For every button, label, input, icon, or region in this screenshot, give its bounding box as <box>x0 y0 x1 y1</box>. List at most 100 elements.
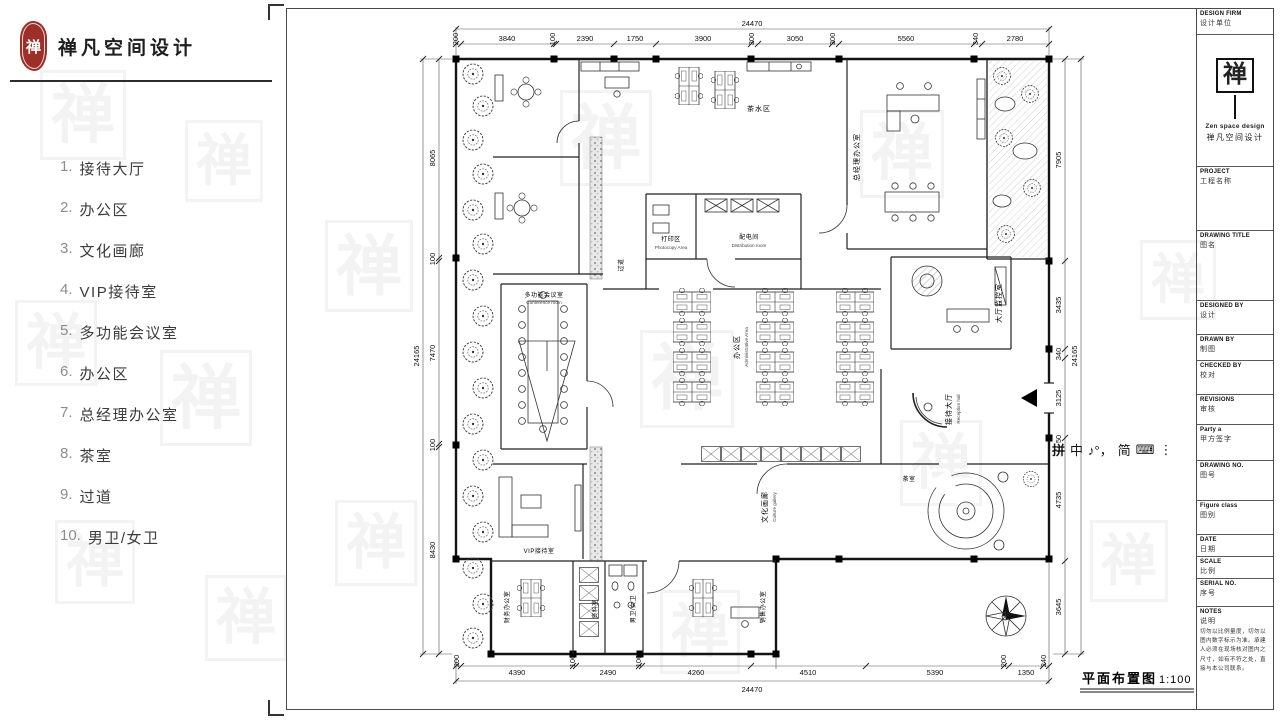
legend-number: 5. <box>60 322 73 339</box>
design-firm-cn: 设计单位 <box>1200 20 1232 27</box>
drawing-sheet: 打印区 Photocopy Area 茶水区 总经理办公室 配电间 Distri… <box>286 8 1274 710</box>
dim-label: 7470 <box>428 345 437 362</box>
dim-label: 50 <box>1054 435 1063 443</box>
legend-item: 9. 过道 <box>60 486 179 527</box>
dim-label: 7905 <box>1054 152 1063 169</box>
legend-number: 9. <box>60 486 73 503</box>
north-compass-icon <box>985 595 1027 637</box>
titleblock-designed-by: DESIGNED BY 设计 <box>1197 301 1273 335</box>
dim-label: 24470 <box>742 19 763 28</box>
dim-label: 24470 <box>742 685 763 694</box>
header-divider <box>10 80 272 82</box>
legend-label: 接待大厅 <box>79 161 146 178</box>
dim-label: 100 <box>428 439 437 452</box>
figure-class-en: Figure class <box>1200 503 1238 509</box>
room-label-photocopy: 打印区 <box>661 235 681 243</box>
legend-label: 办公区 <box>79 366 130 383</box>
room-label-archive: 资料室 <box>591 599 599 619</box>
legend-item: 6. 办公区 <box>60 363 179 404</box>
drawn-by-en: DRAWN BY <box>1200 337 1235 343</box>
legend-label: VIP接待室 <box>79 284 158 301</box>
legend-label: 男卫/女卫 <box>87 530 160 547</box>
room-label-reception-en: Reception hall <box>956 394 961 423</box>
ime-language-toggle[interactable]: 中 <box>1070 443 1084 458</box>
titleblock-revisions: REVISIONS 审核 <box>1197 395 1273 425</box>
dim-label: 5560 <box>898 34 915 43</box>
watermark-seal: 禅 <box>40 70 126 160</box>
dim-label: 300 <box>747 33 756 46</box>
dim-label: 3050 <box>787 34 804 43</box>
ime-charset-toggle[interactable]: 简 <box>1117 443 1131 458</box>
dim-label: 8430 <box>428 542 437 559</box>
dim-label: 100 <box>428 253 437 266</box>
room-label-finance: 财务办公室 <box>503 591 511 624</box>
legend-item: 4.VIP接待室 <box>60 281 179 322</box>
outer-walls <box>454 57 1051 656</box>
sheet-corner-mark <box>268 700 284 716</box>
legend-number: 6. <box>60 363 73 380</box>
interior-walls <box>491 59 1049 654</box>
legend-label: 过道 <box>79 489 113 506</box>
dim-label: 340 <box>971 33 980 46</box>
room-label-distribution: 配电间 <box>739 233 759 241</box>
ime-keyboard-icon[interactable]: ⌨ <box>1135 441 1155 457</box>
project-cn: 工程名称 <box>1200 178 1232 185</box>
caption-title: 平面布置图 <box>1082 671 1157 686</box>
legend-number: 2. <box>60 199 73 216</box>
checked-by-en: CHECKED BY <box>1200 363 1242 369</box>
room-label-gallery: 文化画廊 <box>760 491 769 523</box>
dim-label: 24165 <box>1070 346 1079 367</box>
titleblock-logo: 禅 Zen space design 禅凡空间设计 <box>1197 35 1273 167</box>
legend-number: 8. <box>60 445 73 462</box>
vip-room-furniture <box>498 476 582 538</box>
titleblock-checked-by: CHECKED BY 校对 <box>1197 361 1273 395</box>
legend-number: 10. <box>60 527 81 544</box>
drawing-no-cn: 图号 <box>1200 472 1216 479</box>
legend-item: 7.总经理办公室 <box>60 404 179 445</box>
gallery-cabinets <box>701 446 861 462</box>
dim-label: 300 <box>828 33 837 46</box>
brand-name-en: Zen space design <box>1205 122 1265 130</box>
serial-no-cn: 序号 <box>1200 590 1216 597</box>
revisions-cn: 审核 <box>1200 406 1216 413</box>
ime-toolbar[interactable]: 拼 中 ♪°， 简 ⌨ ⋮ <box>1052 440 1173 459</box>
dim-label: 5390 <box>927 668 944 677</box>
legend-label: 办公区 <box>79 202 130 219</box>
titleblock-logo-stem <box>1234 94 1236 119</box>
room-label-reception: 接待大厅 <box>944 393 953 425</box>
room-label-tea: 茶室 <box>902 475 915 483</box>
meeting-room-furniture <box>494 61 812 224</box>
figure-class-cn: 图别 <box>1200 512 1216 519</box>
scale-en: SCALE <box>1200 559 1222 565</box>
firm-logo: 禅 <box>20 21 47 71</box>
legend-item: 8.茶室 <box>60 445 179 486</box>
dim-label: 24165 <box>412 346 421 367</box>
dimensions-right: 7905 3435 340 3125 50 4735 3645 24165 <box>1053 55 1085 658</box>
dim-label: 8065 <box>428 150 437 167</box>
sheet-corner-mark <box>268 4 284 20</box>
sheet-caption: 平面布置图 1:100 <box>1080 671 1194 693</box>
ime-engine-button[interactable]: 拼 <box>1052 443 1066 458</box>
dim-label: 3435 <box>1054 297 1063 314</box>
ime-more-icon[interactable]: ⋮ <box>1159 441 1173 457</box>
titleblock-scale: SCALE 比例 <box>1197 557 1273 579</box>
titleblock-party-a: Party a 甲方签字 <box>1197 425 1273 461</box>
legend-item: 5.多功能会议室 <box>60 322 179 363</box>
party-a-cn: 甲方签字 <box>1200 436 1232 443</box>
room-label-office-en: Administrative Area <box>744 327 749 367</box>
revisions-en: REVISIONS <box>1200 397 1235 403</box>
legend-label: 文化画廊 <box>79 243 146 260</box>
dim-label: 2780 <box>1007 34 1024 43</box>
titleblock-serial-no: SERIAL NO. 序号 <box>1197 579 1273 607</box>
titleblock-figure-class: Figure class 图别 <box>1197 501 1273 535</box>
titleblock-drawn-by: DRAWN BY 制图 <box>1197 335 1273 361</box>
designed-by-en: DESIGNED BY <box>1200 303 1244 309</box>
room-label-corridor: 过道 <box>617 258 625 271</box>
open-office-workstations <box>673 288 874 406</box>
dimensions-left: 8065 100 7470 100 8430 24165 <box>412 55 452 658</box>
ime-punctuation-toggle[interactable]: ♪°， <box>1088 443 1113 458</box>
legend-number: 3. <box>60 240 73 257</box>
title-block: DESIGN FIRM 设计单位 禅 Zen space design 禅凡空间… <box>1196 9 1273 709</box>
watermark-seal: 禅 <box>205 575 287 661</box>
notes-en: NOTES <box>1200 609 1222 615</box>
